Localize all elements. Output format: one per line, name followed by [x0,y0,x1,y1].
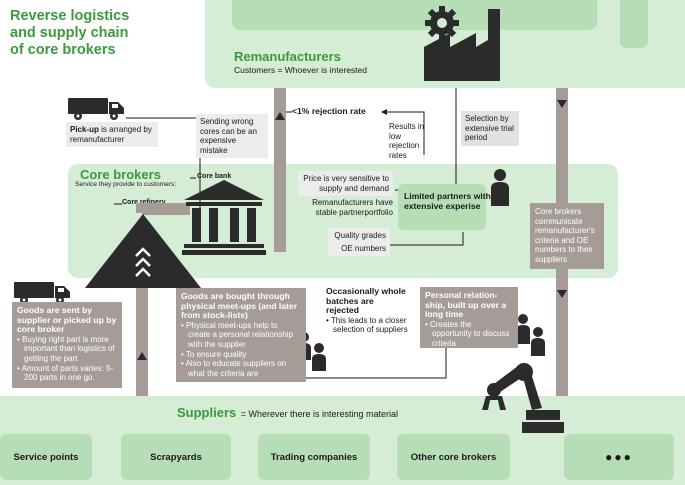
remanufacturers-corner-tile [620,0,648,48]
goods-bought-point: Also to educate suppliers on what the cr… [181,359,301,378]
flow-arrowhead-3 [557,100,567,108]
diagram-title: Reverse logistics and supply chain of co… [10,8,130,58]
whole-batches-heading: Occasionally whole batches are rejected [326,286,406,316]
person-icon-limited [491,169,509,206]
limited-partners-box [398,184,486,230]
results-low-rejection-note: Results in low rejection rates [389,122,425,160]
goods-sent-box: Goods are sent by supplier or picked up … [12,302,122,388]
goods-bought-box: Goods are bought through physical meet-u… [176,288,306,382]
goods-sent-point: Buying right part is more important than… [17,335,117,364]
remanufacturers-subtitle: Customers = Whoever is interested [234,65,367,75]
truck-icon-bottom [14,282,70,304]
tile-scrapyards: Scrapyards [121,434,231,480]
core-brokers-subtitle: Service they provide to customers: [75,181,177,188]
whole-batches-note: Occasionally whole batches are rejected … [326,286,408,335]
goods-bought-point: To ensure quality [181,350,301,360]
goods-bought-point: Physical meet-ups help to create a perso… [181,321,301,350]
limited-partners-label: Limited partners with extensive experise [404,191,491,211]
remanufacturers-top-tile [232,0,597,30]
core-refinery-icon [85,214,201,288]
tile-more: ●●● [564,434,674,480]
pickup-note: Pick-up is arranged by remanufacturer [66,122,158,148]
goods-bought-points: Physical meet-ups help to create a perso… [181,321,301,379]
core-brokers-communicate-note: Core brokers communicate remanufacturer'… [530,203,604,269]
tile-service-points: Service points [0,434,92,480]
core-refinery-label: Core refinery [122,199,166,206]
truck-icon-top [68,98,124,120]
goods-sent-point: Amount of parts varies: 5-200 parts in o… [17,364,117,383]
factory-icon [424,6,500,81]
conn-limited-down [376,232,464,246]
personal-relationship-point: Creates the opportunity to discuss crite… [425,320,513,349]
goods-bought-heading: Goods are bought through physical meet-u… [181,291,298,321]
remanufacturers-heading: Remanufacturers [234,49,341,64]
suppliers-heading-line: Suppliers = Wherever there is interestin… [177,404,398,422]
conn-rejection-from-results [381,109,425,155]
tile-other-core-brokers: Other core brokers [397,434,510,480]
suppliers-heading: Suppliers [177,405,237,420]
robot-arm-icon [482,363,564,433]
quality-grades-note: Quality grades OE numbers [328,228,390,257]
conn-relation [292,348,447,379]
suppliers-subtitle: = Wherever there is interesting material [240,409,399,419]
core-bank-label: Core bank [197,173,232,180]
selection-extensive-note: Selection by extensive trial period [461,111,519,146]
sending-wrong-cores-note: Sending wrong cores can be an expensive … [196,114,268,159]
whole-batches-point: This leads to a closer selection of supp… [326,316,408,335]
whole-batches-points: This leads to a closer selection of supp… [326,316,408,335]
rejection-rate-label: <1% rejection rate [292,106,366,116]
pickup-rest: is arranged by remanufacturer [70,125,152,144]
tile-trading-companies: Trading companies [258,434,370,480]
flow-refinery-link [136,203,190,215]
flow-arrowhead-2 [275,112,285,120]
personal-relationship-points: Creates the opportunity to discuss crite… [425,320,513,349]
quality-grades-label: Quality grades [334,231,386,240]
people-icon-relationship [516,314,545,356]
personal-relationship-box: Personal relation-ship, built up over a … [420,287,518,348]
remanufacturers-stable-note: Remanufacturers have stable partnerportf… [312,198,393,217]
pickup-bold: Pick-up [70,125,99,134]
core-brokers-heading: Core brokers [80,167,161,182]
personal-relationship-heading: Personal relation-ship, built up over a … [425,290,507,320]
goods-sent-points: Buying right part is more important than… [17,335,117,383]
flow-arrowheads [137,100,567,360]
core-bank-icon [182,180,266,255]
price-sensitive-note: Price is very sensitive to supply and de… [298,171,393,197]
flow-arrowhead-1 [137,352,147,360]
flow-arrowhead-4 [557,290,567,298]
oe-numbers-label: OE numbers [341,243,386,253]
goods-sent-heading: Goods are sent by supplier or picked up … [17,305,117,335]
